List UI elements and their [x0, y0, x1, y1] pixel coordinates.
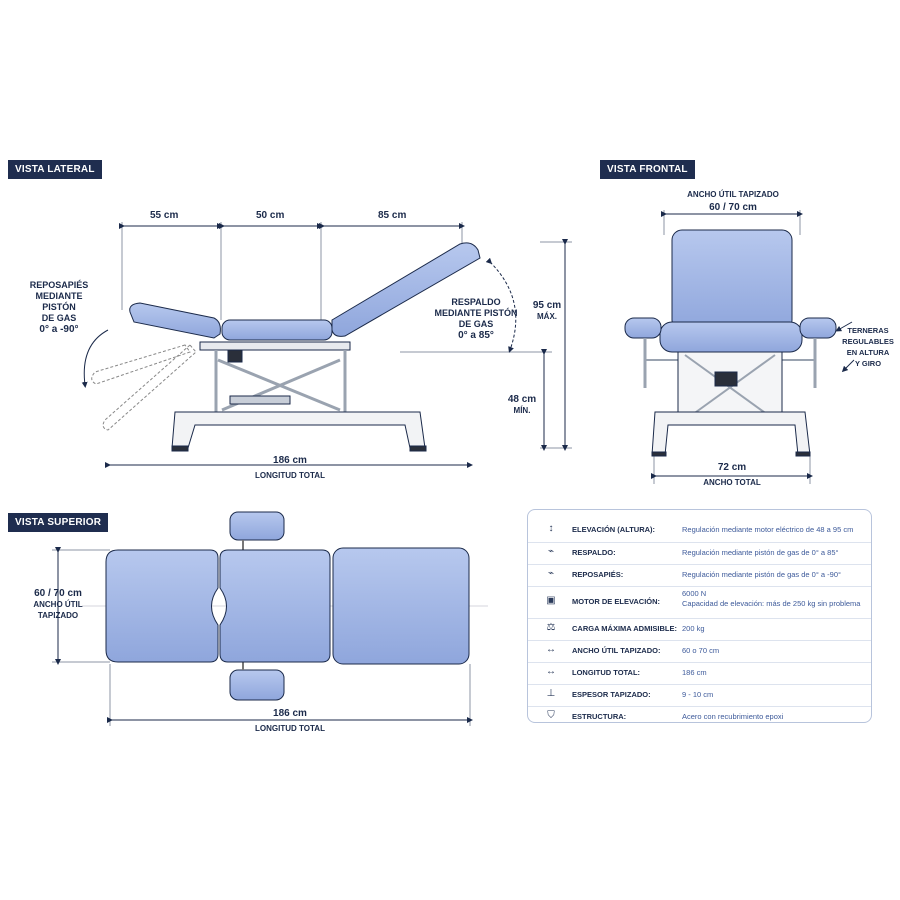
reposapies-line-1: REPOSAPIÉS — [29, 280, 89, 290]
max-height-tag: MÁX. — [537, 312, 557, 321]
spec-value: Regulación mediante pistón de gas de 0° … — [682, 547, 839, 557]
spec-value: Acero con recubrimiento epoxi — [682, 711, 784, 721]
superior-width-label: 60 / 70 cm ANCHO ÚTIL TAPIZADO — [18, 588, 98, 621]
spec-row: ⌁ RESPALDO: Regulación mediante pistón de … — [528, 542, 871, 565]
ancho-util-label: ANCHO ÚTIL TAPIZADO 60 / 70 cm — [666, 189, 800, 213]
reposapies-line-3: DE GAS — [41, 313, 77, 323]
spec-row: ⌁ REPOSAPIÉS: Regulación mediante pistón d… — [528, 564, 871, 587]
motor-icon: ▣ — [546, 595, 556, 606]
spec-key: RESPALDO: — [572, 547, 616, 557]
reposapies-label: REPOSAPIÉS MEDIANTE PISTÓN DE GAS 0° a -… — [18, 280, 100, 335]
max-height-label: 95 cm MÁX. — [525, 300, 569, 322]
spec-value: 9 - 10 cm — [682, 689, 714, 699]
spec-value: 6000 N — [682, 589, 707, 598]
max-height-value: 95 cm — [532, 300, 562, 311]
lateral-total-value: 186 cm — [273, 455, 307, 466]
spec-row: ↕ ELEVACIÓN (ALTURA): Regulación mediante … — [528, 518, 871, 543]
respaldo-line-2: MEDIANTE PISTÓN — [434, 308, 518, 318]
respaldo-line-3: DE GAS — [458, 319, 494, 329]
cushion-thickness-icon: ⊥ — [546, 688, 556, 699]
length-icon: ↔ — [546, 666, 556, 677]
spec-value: 60 o 70 cm — [682, 645, 720, 655]
min-height-value: 48 cm — [507, 394, 537, 405]
respaldo-line-4: 0° a 85° — [458, 330, 494, 341]
spec-key: ESPESOR TAPIZADO: — [572, 689, 651, 699]
reposapies-line-2: MEDIANTE PISTÓN — [35, 291, 83, 312]
spec-row: ↔ ANCHO ÚTIL TAPIZADO: 60 o 70 cm — [528, 640, 871, 663]
reposapies-line-4: 0° a -90° — [39, 324, 79, 335]
lateral-total-tag: LONGITUD TOTAL — [255, 471, 325, 480]
tag-vista-superior: VISTA SUPERIOR — [8, 513, 109, 532]
min-height-tag: MÍN. — [513, 406, 531, 415]
spec-row: ⊥ ESPESOR TAPIZADO: 9 - 10 cm — [528, 684, 871, 707]
respaldo-label: RESPALDO MEDIANTE PISTÓN DE GAS 0° a 85° — [430, 297, 522, 341]
elevation-arrows-icon: ↕ — [548, 523, 554, 534]
superior-total-tag: LONGITUD TOTAL — [255, 724, 325, 733]
footrest-icon: ⌁ — [547, 568, 555, 579]
ancho-total-value: 72 cm — [717, 462, 747, 473]
backrest-icon: ⌁ — [547, 546, 555, 557]
min-height-label: 48 cm MÍN. — [500, 394, 544, 416]
segment-2-length: 50 cm — [256, 210, 285, 221]
ancho-total-label: 72 cm ANCHO TOTAL — [692, 462, 772, 488]
ancho-util-tag: ANCHO ÚTIL TAPIZADO — [687, 190, 779, 199]
ancho-util-value: 60 / 70 cm — [709, 202, 757, 213]
spec-value: Regulación mediante motor eléctrico de 4… — [682, 524, 854, 534]
width-icon: ↔ — [546, 644, 556, 655]
superior-width-line-2: TAPIZADO — [37, 611, 79, 620]
segment-1-length: 55 cm — [150, 210, 179, 221]
weight-icon: ⚖ — [546, 622, 556, 633]
terneras-line-3: EN ALTURA — [846, 348, 890, 357]
specifications-panel: ↕ ELEVACIÓN (ALTURA): Regulación mediante … — [527, 509, 872, 723]
superior-width-value: 60 / 70 cm — [34, 588, 82, 599]
spec-key: ELEVACIÓN (ALTURA): — [572, 524, 656, 534]
lateral-view — [81, 222, 572, 468]
spec-row: ⚖ CARGA MÁXIMA ADMISIBLE: 200 kg — [528, 618, 871, 641]
segment-3-length: 85 cm — [378, 210, 407, 221]
lateral-total-label: 186 cm LONGITUD TOTAL — [250, 455, 330, 481]
superior-width-line-1: ANCHO ÚTIL — [33, 600, 83, 609]
respaldo-line-1: RESPALDO — [451, 297, 501, 307]
superior-total-value: 186 cm — [273, 708, 307, 719]
terneras-line-2: REGULABLES — [842, 337, 894, 346]
spec-value: Capacidad de elevación: más de 250 kg si… — [682, 599, 861, 608]
spec-value: Regulación mediante pistón de gas de 0° … — [682, 569, 842, 579]
spec-value: 200 kg — [682, 623, 705, 633]
spec-key: CARGA MÁXIMA ADMISIBLE: — [572, 623, 677, 633]
spec-key: ANCHO ÚTIL TAPIZADO: — [572, 645, 661, 655]
spec-row: ↔ LONGITUD TOTAL: 186 cm — [528, 662, 871, 685]
spec-key: REPOSAPIÉS: — [572, 569, 624, 579]
tag-vista-lateral: VISTA LATERAL — [8, 160, 102, 179]
terneras-label: TERNERAS REGULABLES EN ALTURA Y GIRO — [838, 325, 898, 369]
spec-key: ESTRUCTURA: — [572, 711, 627, 721]
frontal-view — [624, 210, 855, 484]
spec-key: LONGITUD TOTAL: — [572, 667, 641, 677]
superior-total-label: 186 cm LONGITUD TOTAL — [250, 708, 330, 734]
ancho-total-tag: ANCHO TOTAL — [703, 478, 761, 487]
superior-view — [52, 511, 488, 726]
spec-key: MOTOR DE ELEVACIÓN: — [572, 596, 661, 606]
spec-value: 186 cm — [682, 667, 707, 677]
tag-vista-frontal: VISTA FRONTAL — [600, 160, 695, 179]
terneras-line-4: Y GIRO — [854, 359, 882, 368]
spec-row: ⛉ ESTRUCTURA: Acero con recubrimiento epox… — [528, 706, 871, 728]
shield-icon: ⛉ — [547, 710, 555, 721]
terneras-line-1: TERNERAS — [847, 326, 889, 335]
